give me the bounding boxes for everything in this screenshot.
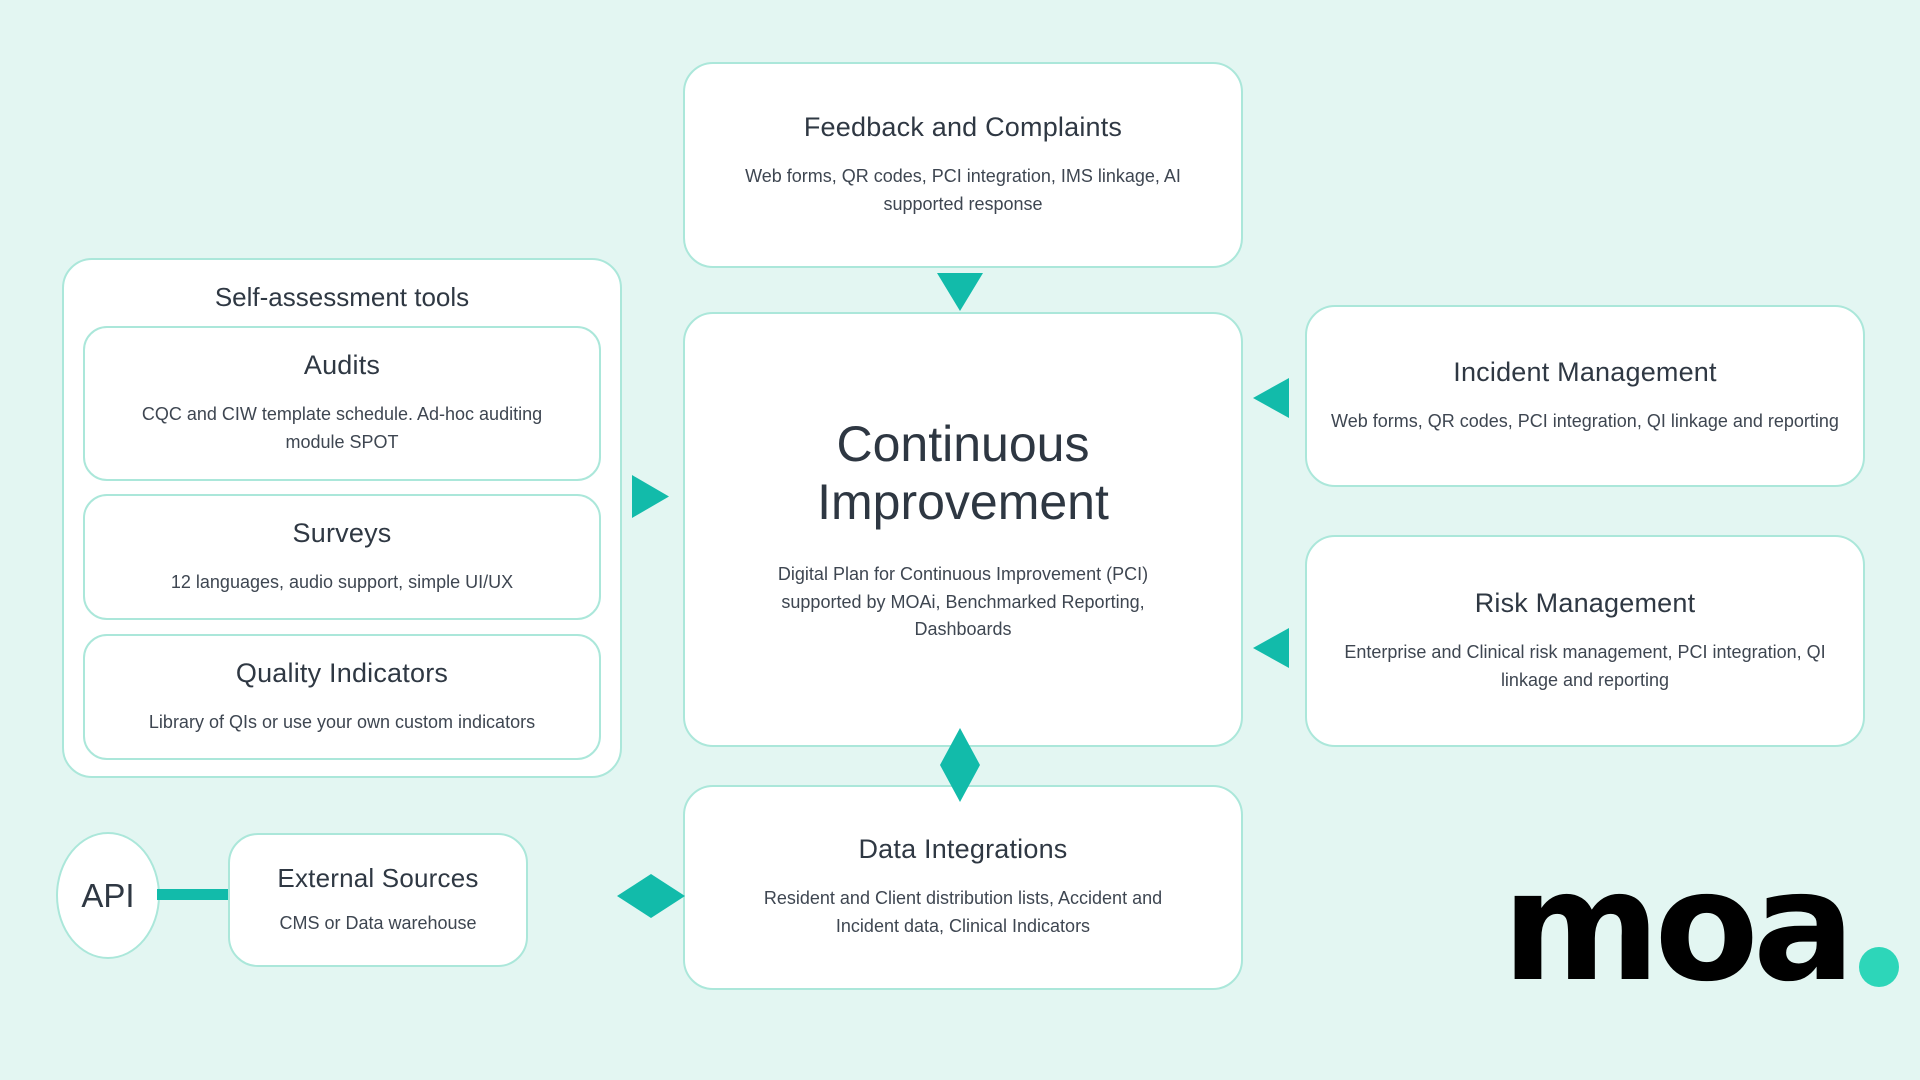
external-sources-card: External Sources CMS or Data warehouse	[228, 833, 528, 967]
risk-management-desc: Enterprise and Clinical risk management,…	[1344, 641, 1826, 690]
risk-management-title: Risk Management	[1474, 587, 1696, 618]
logo-dot	[1859, 947, 1900, 988]
api-node: API	[56, 832, 160, 959]
api-connector-line	[157, 889, 231, 900]
data-integrations-desc: Resident and Client distribution lists, …	[763, 888, 1163, 936]
logo-text: moa	[1502, 838, 1855, 1015]
self-assessment-group-title: Self-assessment tools	[214, 282, 470, 312]
surveys-desc: 12 languages, audio support, simple UI/U…	[170, 571, 514, 592]
surveys-title: Surveys	[292, 517, 392, 548]
incident-management-desc: Web forms, QR codes, PCI integration, QI…	[1331, 410, 1839, 431]
api-label: API	[81, 876, 135, 914]
external-sources-desc: CMS or Data warehouse	[279, 912, 477, 933]
continuous-improvement-card: Continuous Improvement Digital Plan for …	[683, 312, 1243, 747]
arrow-down-icon	[937, 273, 983, 311]
quality-indicators-card: Quality Indicators Library of QIs or use…	[83, 634, 601, 760]
incident-management-title: Incident Management	[1453, 356, 1717, 387]
data-integrations-title: Data Integrations	[858, 834, 1068, 865]
feedback-complaints-desc: Web forms, QR codes, PCI integration, IM…	[745, 165, 1181, 214]
continuous-improvement-title: Continuous Improvement	[817, 415, 1109, 530]
arrow-left-risk-icon	[1253, 628, 1289, 668]
quality-indicators-desc: Library of QIs or use your own custom in…	[148, 711, 536, 732]
data-integrations-card: Data Integrations Resident and Client di…	[683, 785, 1243, 990]
moa-logo: moa	[1502, 838, 1900, 1015]
feedback-complaints-card: Feedback and Complaints Web forms, QR co…	[683, 62, 1243, 268]
feedback-complaints-title: Feedback and Complaints	[803, 111, 1123, 142]
arrow-left-incident-icon	[1253, 378, 1289, 418]
quality-indicators-title: Quality Indicators	[235, 657, 449, 688]
audits-card: Audits CQC and CIW template schedule. Ad…	[83, 326, 601, 481]
surveys-card: Surveys 12 languages, audio support, sim…	[83, 494, 601, 620]
audits-desc: CQC and CIW template schedule. Ad-hoc au…	[141, 404, 543, 452]
arrow-right-icon	[632, 475, 669, 518]
continuous-improvement-desc: Digital Plan for Continuous Improvement …	[777, 563, 1149, 640]
audits-title: Audits	[303, 350, 381, 381]
incident-management-card: Incident Management Web forms, QR codes,…	[1305, 305, 1865, 487]
risk-management-card: Risk Management Enterprise and Clinical …	[1305, 535, 1865, 747]
external-sources-title: External Sources	[277, 862, 479, 893]
diamond-horizontal-icon	[617, 874, 685, 918]
self-assessment-group: Self-assessment tools Audits CQC and CIW…	[62, 258, 622, 778]
